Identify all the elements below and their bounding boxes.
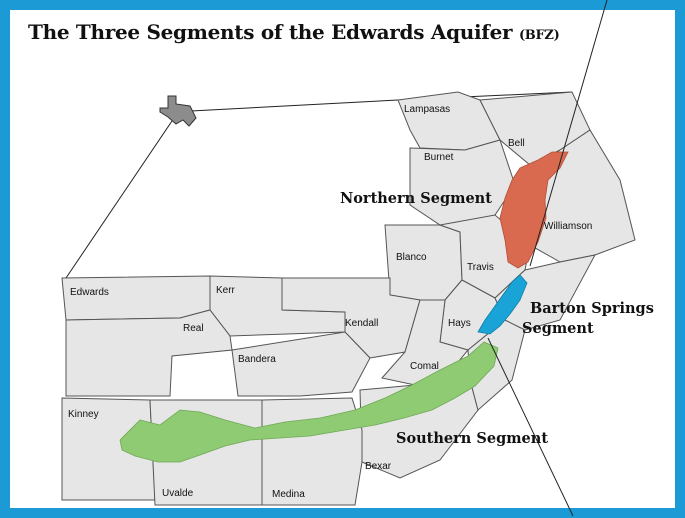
- map-title: The Three Segments of the Edwards Aquife…: [28, 20, 560, 44]
- county-label-comal: Comal: [410, 361, 439, 372]
- county-edwards: [61, 275, 211, 321]
- county-label-edwards: Edwards: [70, 287, 109, 298]
- northern-segment-label: Northern Segment: [340, 190, 492, 207]
- inset-leader-bottom: [65, 117, 175, 279]
- county-base: [61, 91, 636, 506]
- county-label-real: Real: [183, 323, 204, 334]
- county-label-uvalde: Uvalde: [162, 488, 194, 499]
- county-label-kerr: Kerr: [216, 285, 236, 296]
- county-label-travis: Travis: [467, 262, 494, 273]
- section-line-lower: [487, 337, 574, 517]
- map-title-main: The Three Segments of the Edwards Aquife…: [28, 20, 513, 44]
- texas-inset-icon: [159, 95, 197, 127]
- county-label-blanco: Blanco: [396, 252, 427, 263]
- county-label-burnet: Burnet: [424, 152, 454, 163]
- county-label-lampasas: Lampasas: [404, 104, 450, 115]
- county-real: [65, 309, 233, 397]
- inset-leader-top: [171, 99, 399, 113]
- southern-segment: [119, 341, 499, 463]
- county-bandera: [231, 331, 371, 397]
- southern-segment-label: Southern Segment: [396, 430, 548, 447]
- county-label-williamson: Williamson: [544, 221, 592, 232]
- barton-springs-segment: [477, 274, 528, 335]
- county-kendall: [281, 277, 421, 359]
- county-label-hays: Hays: [448, 318, 471, 329]
- county-label-bell: Bell: [508, 138, 525, 149]
- map-title-sub: (BFZ): [518, 28, 560, 43]
- county-label-bandera: Bandera: [238, 354, 276, 365]
- county-label-kinney: Kinney: [68, 409, 99, 420]
- county-label-kendall: Kendall: [345, 318, 378, 329]
- section-line-upper: [529, 0, 608, 267]
- county-label-bexar: Bexar: [365, 461, 392, 472]
- county-bastrop: [494, 254, 596, 331]
- barton-springs-label-line2: Segment: [522, 320, 594, 337]
- barton-springs-label-line1: Barton Springs: [530, 300, 654, 317]
- county-label-medina: Medina: [272, 489, 305, 500]
